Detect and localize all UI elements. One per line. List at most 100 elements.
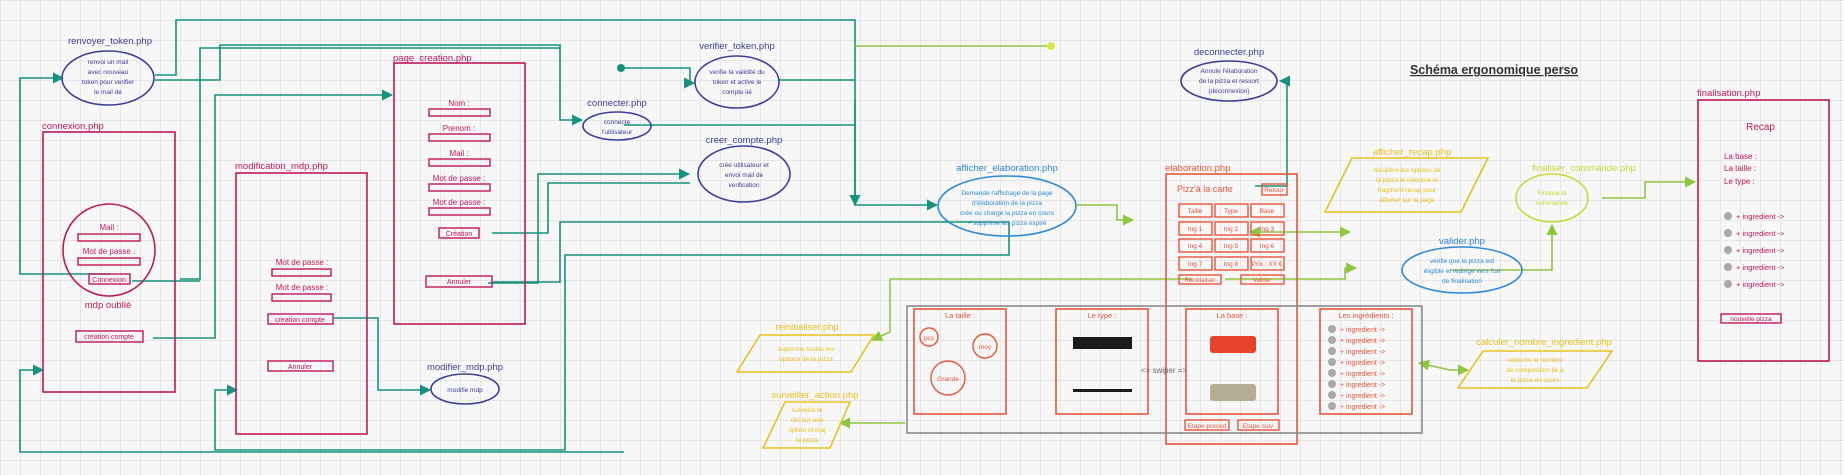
size-option-medium[interactable] [972, 333, 998, 359]
type-option-thick[interactable] [1073, 337, 1132, 349]
password-confirm-field[interactable] [428, 207, 491, 216]
option-cell-ing-7[interactable] [1178, 256, 1213, 271]
price-cell-label: Prix : XX € [1252, 261, 1283, 268]
connector [1602, 176, 1697, 199]
annuler-button[interactable] [267, 360, 334, 372]
node-desc-line: options de la pizza [779, 356, 833, 363]
swiper-slide-type[interactable]: Le type : [1055, 308, 1149, 415]
connexion-button[interactable] [88, 273, 131, 285]
option-cell-ing-1[interactable] [1178, 221, 1213, 236]
ingredient-row[interactable]: + ingredient -> [1724, 280, 1785, 289]
option-cell-ing-6[interactable] [1250, 238, 1285, 253]
prenom-field[interactable] [428, 133, 491, 142]
page-elaboration: elaboration.php Pizz'à la carte Retour T… [1165, 163, 1298, 445]
ingredient-row[interactable]: + ingredient -> [1328, 369, 1385, 378]
retour-button[interactable] [1261, 183, 1288, 196]
ingredient-dot-icon [1328, 325, 1336, 333]
swiper-slide-taille[interactable]: La taille : pcs moy Grande [913, 308, 1007, 415]
node-desc-line: d'élaboration de la pizza [972, 200, 1042, 207]
ingredient-dot-icon [1724, 280, 1732, 288]
size-option-label: Grande [937, 376, 959, 383]
etape-preced-button-label: Etape preced [1188, 423, 1227, 430]
recap-taille-label: La taille : [1724, 164, 1756, 173]
ingredient-dot-icon [1724, 229, 1732, 237]
option-cell-type[interactable] [1214, 203, 1249, 218]
node-shape [694, 55, 780, 109]
password-confirm-field[interactable] [271, 293, 332, 302]
ingredient-row[interactable]: + ingredient -> [1328, 380, 1385, 389]
ingredient-row[interactable]: + ingredient -> [1328, 325, 1385, 334]
node-desc-line: verifie la validité du [709, 69, 765, 76]
node-desc-line: de finalisation [1442, 278, 1482, 285]
ingredient-row[interactable]: + ingredient -> [1724, 263, 1785, 272]
password-field[interactable] [77, 257, 141, 266]
size-option-large[interactable] [930, 360, 966, 396]
base-option-cream[interactable] [1210, 384, 1256, 401]
page-connexion: connexion.php Mail : Mot de passe : Conn… [42, 121, 176, 393]
node-shape [761, 401, 852, 449]
connector [153, 89, 394, 339]
ingredient-row[interactable]: + ingredient -> [1724, 246, 1785, 255]
slide-title: La base : [1217, 311, 1248, 320]
etape-preced-button[interactable] [1184, 419, 1230, 431]
option-cell-ing-3[interactable] [1250, 221, 1285, 236]
option-cell-taille[interactable] [1178, 203, 1213, 218]
option-cell-label: Ing 4 [1188, 243, 1203, 250]
mail-field[interactable] [77, 233, 141, 242]
connector [1450, 223, 1558, 271]
annuler-button[interactable] [425, 275, 493, 288]
option-cell-ing-5[interactable] [1214, 238, 1249, 253]
type-option-thin[interactable] [1073, 389, 1132, 392]
slide-frame [913, 308, 1007, 415]
ingredient-row[interactable]: + ingredient -> [1328, 391, 1385, 400]
node-verifier-token: verifier_token.php verifie la validité d… [694, 41, 780, 109]
swiper-slide-ingredients[interactable]: Les ingrédients : + ingredient ->+ ingre… [1319, 308, 1413, 415]
swiper-slide-base[interactable]: La base : [1185, 308, 1279, 415]
ingredient-row[interactable]: + ingredient -> [1328, 358, 1385, 367]
size-option-small[interactable] [919, 327, 939, 347]
ingredient-row[interactable]: + ingredient -> [1724, 229, 1785, 238]
password-field[interactable] [271, 268, 332, 277]
creation-compte-button[interactable] [75, 330, 144, 343]
password-field[interactable] [428, 183, 491, 192]
node-desc-line: Annule l'élaboration [1201, 68, 1258, 75]
ingredient-row[interactable]: + ingredient -> [1724, 212, 1785, 221]
option-cell-label: Ing 7 [1188, 261, 1203, 268]
nom-field[interactable] [428, 108, 491, 117]
node-desc-line: le mail de [94, 89, 122, 96]
diagram-title: Schéma ergonomique perso [1410, 63, 1578, 77]
mdp-oublie-link[interactable]: mdp oublié [85, 300, 131, 311]
node-label: surveiller_action.php [771, 390, 858, 401]
reinitialiser-button-label: Réinitialiser [1184, 278, 1215, 284]
login-circle [62, 203, 156, 297]
ingredient-dot-icon [1328, 391, 1336, 399]
base-option-tomato[interactable] [1210, 336, 1256, 353]
nouvelle-pizza-button[interactable] [1720, 313, 1782, 324]
swiper-panel[interactable]: <= swiper => La taille : pcs moy Grande … [906, 305, 1423, 434]
ingredient-row[interactable]: + ingredient -> [1328, 347, 1385, 356]
node-desc-line: compte lié [722, 89, 752, 96]
option-cell-ing-2[interactable] [1214, 221, 1249, 236]
node-label: afficher_elaboration.php [956, 163, 1058, 174]
creation-compte-button[interactable] [267, 313, 334, 325]
valider-button[interactable] [1240, 274, 1285, 285]
option-cell-base[interactable] [1250, 203, 1285, 218]
node-desc-line: crée utilisateur et [719, 162, 769, 169]
slide-frame [1055, 308, 1149, 415]
option-cell-ing-4[interactable] [1178, 238, 1213, 253]
creation-button[interactable] [438, 227, 480, 239]
nouvelle-pizza-button-label: nouvelle pizza [1730, 316, 1772, 323]
nom-label: Nom : [448, 99, 469, 108]
mail-field[interactable] [428, 158, 491, 167]
node-desc-line: vérifie que la pizza est [1430, 258, 1495, 265]
mail-label: Mail : [99, 223, 118, 232]
ingredient-row[interactable]: + ingredient -> [1328, 402, 1385, 411]
option-cell-ing-8[interactable] [1214, 256, 1249, 271]
option-cell-label: Ing 5 [1224, 243, 1239, 250]
etape-suiv-button[interactable] [1237, 419, 1280, 431]
ingredient-row[interactable]: + ingredient -> [1328, 336, 1385, 345]
page-creation: page_creation.php Nom : Prenom : Mail : … [393, 53, 526, 325]
node-desc-line: token pour verifier [82, 79, 135, 86]
reinitialiser-button[interactable] [1178, 274, 1222, 285]
connector [493, 221, 1010, 283]
